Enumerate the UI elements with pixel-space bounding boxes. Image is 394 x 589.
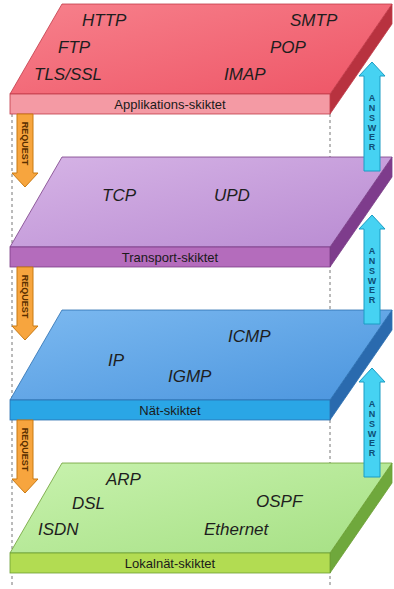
plate-face <box>10 157 392 247</box>
arrow-label: ANSWER <box>368 247 377 306</box>
protocol-name: ISDN <box>38 521 79 538</box>
label-bar <box>10 94 330 114</box>
dotted-guide <box>12 96 13 585</box>
protocol-name: SMTP <box>290 12 337 29</box>
arrow-label: REQUEST <box>20 428 29 472</box>
protocol-name: POP <box>270 39 306 56</box>
label-bar <box>10 247 330 267</box>
protocol-name: DSL <box>72 495 105 512</box>
protocol-name: IMAP <box>224 66 266 83</box>
protocol-name: IGMP <box>168 368 211 385</box>
plate-face <box>10 4 392 94</box>
layer-name: Lokalnät-skiktet <box>125 557 215 570</box>
protocol-name: TCP <box>102 187 136 204</box>
arrow-label: ANSWER <box>368 94 377 153</box>
block-arrow <box>12 114 38 187</box>
layer-plate: TCP UPD Transport-skiktet <box>2 157 392 267</box>
label-bar <box>10 553 330 573</box>
layer-plate: ARP OSPF DSL ISDN EthernetLokalnät-skiktet <box>2 463 392 573</box>
label-bar <box>10 400 330 420</box>
arrow-label: REQUEST <box>20 122 29 166</box>
protocol-name: IP <box>108 352 124 369</box>
protocol-name: HTTP <box>82 12 126 29</box>
protocol-name: Ethernet <box>204 521 268 538</box>
layer-name: Applikations-skiktet <box>114 98 225 111</box>
layer-plate: HTTP SMTP FTP POP TLS/SSL IMAP Applikations-sk… <box>2 4 392 114</box>
block-arrow <box>12 267 38 340</box>
block-arrow <box>12 420 38 493</box>
plate-face <box>10 310 392 400</box>
protocol-name: FTP <box>58 39 90 56</box>
arrow-label: ANSWER <box>368 400 377 459</box>
layer-name: Nät-skiktet <box>139 404 200 417</box>
layer-plate: ICMP IP IGMP Nät-skiktet <box>2 310 392 420</box>
protocol-name: TLS/SSL <box>34 66 102 83</box>
protocol-name: OSPF <box>256 493 302 510</box>
protocol-name: ICMP <box>228 328 271 345</box>
protocol-name: UPD <box>214 187 250 204</box>
protocol-name: ARP <box>106 471 141 488</box>
block-arrow <box>359 368 385 477</box>
block-arrow <box>359 62 385 171</box>
layer-name: Transport-skiktet <box>122 251 218 264</box>
plate-face <box>10 463 392 553</box>
arrow-label: REQUEST <box>20 275 29 319</box>
block-arrow <box>359 215 385 324</box>
